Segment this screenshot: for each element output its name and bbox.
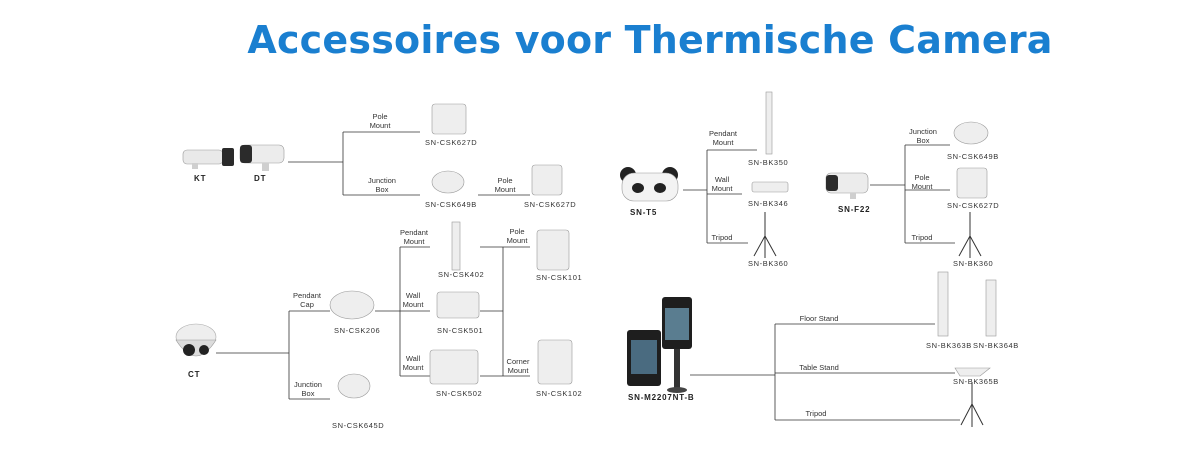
code-csk402: SN-CSK402: [438, 270, 485, 279]
label-pendant-mount-2: Pendant Mount: [709, 129, 737, 147]
connector-lines: [216, 131, 960, 421]
tripod-icon-3: [960, 382, 984, 427]
page-title: Accessoires voor Thermische Camera: [247, 18, 1053, 62]
label-pendant-mount-1: Pendant Mount: [400, 228, 428, 246]
bk360-tripod-icon-2: [958, 212, 982, 258]
device-kt-name: KT: [194, 174, 207, 183]
csk627d-pole-mount-icon-1: [431, 103, 467, 135]
code-csk645d: SN-CSK645D: [332, 421, 385, 430]
label-wall-mount-3: Wall Mount: [711, 175, 733, 193]
label-corner-mount: Corner Mount: [506, 357, 530, 375]
csk502-wall-mount-icon: [429, 349, 479, 385]
bk350-pendant-mount-icon: [765, 91, 773, 155]
bk363b-floor-stand-icon: [937, 271, 949, 337]
device-dt-name: DT: [254, 174, 267, 183]
code-csk627d-1: SN-CSK627D: [425, 138, 478, 147]
label-wall-mount-2: Wall Mount: [402, 354, 424, 372]
label-tripod-2: Tripod: [911, 233, 933, 242]
code-csk627d-2: SN-CSK627D: [524, 200, 577, 209]
code-bk363b: SN-BK363B: [926, 341, 972, 350]
label-pole-mount-1: Pole Mount: [369, 112, 391, 130]
snf22-camera-image: [825, 172, 869, 199]
dt-camera-image: [239, 144, 285, 171]
csk645d-junction-box-icon: [337, 373, 371, 399]
snm2207-terminal-image: [627, 297, 692, 393]
code-bk360-1: SN-BK360: [748, 259, 789, 268]
code-bk364b: SN-BK364B: [973, 341, 1019, 350]
code-csk649b-1: SN-CSK649B: [425, 200, 477, 209]
label-pendant-cap: Pendant Cap: [293, 291, 321, 309]
bk365b-table-stand-icon: [954, 367, 991, 377]
device-snm2207-name: SN-M2207NT-B: [628, 393, 695, 402]
code-bk360-2: SN-BK360: [953, 259, 994, 268]
code-csk102: SN-CSK102: [536, 389, 583, 398]
code-csk206: SN-CSK206: [334, 326, 381, 335]
csk102-corner-mount-icon: [537, 339, 573, 385]
snt5-camera-image: [620, 167, 679, 202]
label-wall-mount-1: Wall Mount: [402, 291, 424, 309]
csk501-wall-mount-icon: [436, 291, 480, 319]
bk360-tripod-icon-1: [753, 212, 777, 258]
csk627d-pole-mount-icon-3: [956, 167, 988, 199]
csk627d-pole-mount-icon-2: [531, 164, 563, 196]
label-table-stand: Table Stand: [799, 363, 839, 372]
bk346-wall-mount-icon: [751, 181, 789, 193]
code-bk350: SN-BK350: [748, 158, 789, 167]
label-tripod-1: Tripod: [711, 233, 733, 242]
code-csk502: SN-CSK502: [436, 389, 483, 398]
label-pole-mount-4: Pole Mount: [911, 173, 933, 191]
csk402-pendant-mount-icon: [451, 221, 461, 271]
label-junction-box-3: Junction Box: [909, 127, 937, 145]
csk206-pendant-cap-icon: [329, 290, 375, 320]
label-junction-box-1: Junction Box: [368, 176, 396, 194]
label-pole-mount-3: Pole Mount: [506, 227, 528, 245]
device-snt5-name: SN-T5: [630, 208, 658, 217]
kt-camera-image: [182, 148, 234, 169]
csk649b-junction-box-icon-1: [431, 170, 465, 194]
code-csk627d-3: SN-CSK627D: [947, 201, 1000, 210]
code-csk501: SN-CSK501: [437, 326, 484, 335]
label-tripod-3: Tripod: [805, 409, 827, 418]
ct-camera-image: [175, 323, 217, 357]
csk649b-junction-box-icon-2: [953, 121, 989, 145]
device-snf22-name: SN-F22: [838, 205, 871, 214]
code-csk101: SN-CSK101: [536, 273, 583, 282]
code-csk649b-2: SN-CSK649B: [947, 152, 999, 161]
bk364b-floor-stand-icon: [985, 279, 997, 337]
code-bk365b: SN-BK365B: [953, 377, 999, 386]
label-floor-stand: Floor Stand: [799, 314, 839, 323]
device-ct-name: CT: [188, 370, 201, 379]
code-bk346: SN-BK346: [748, 199, 789, 208]
label-junction-box-2: Junction Box: [294, 380, 322, 398]
csk101-pole-mount-icon: [536, 229, 570, 271]
label-pole-mount-2: Pole Mount: [494, 176, 516, 194]
